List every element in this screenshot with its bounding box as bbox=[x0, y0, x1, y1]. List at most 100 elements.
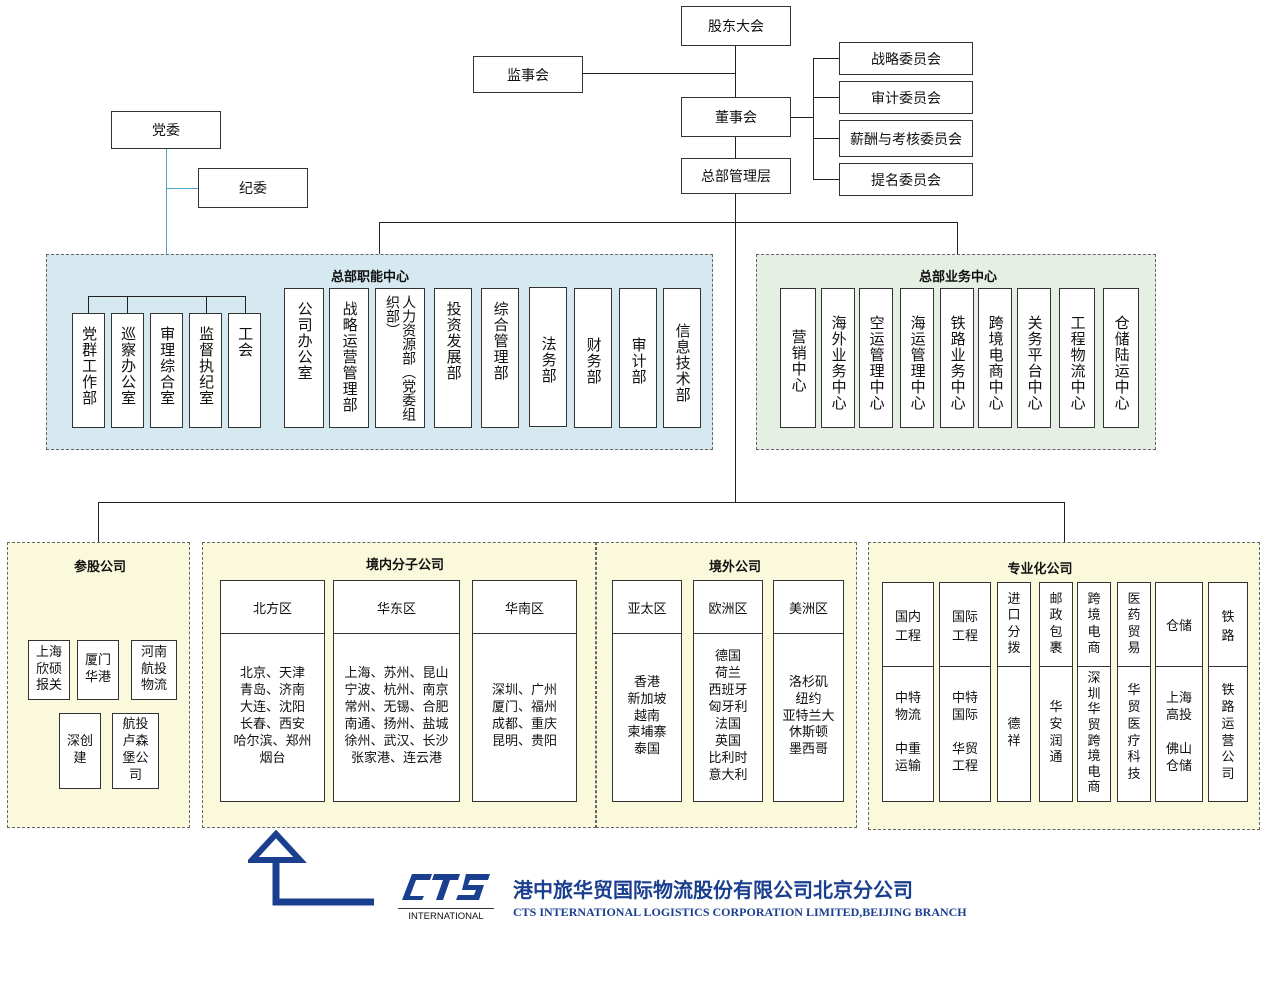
func-dept-legal: 法务部 bbox=[529, 287, 567, 427]
committee-audit: 审计委员会 bbox=[839, 81, 973, 114]
region-name: 欧洲区 bbox=[694, 581, 762, 634]
biz-center-warehouse: 仓储陆运中心 bbox=[1103, 288, 1139, 428]
func-dept-hr: 人力资源部（党委组织部） bbox=[375, 288, 425, 428]
special-head: 国内 工程 bbox=[883, 583, 933, 667]
biz-center-project: 工程物流中心 bbox=[1059, 288, 1095, 428]
region-name: 华东区 bbox=[334, 581, 459, 634]
special-body: 德 祥 bbox=[1007, 716, 1021, 749]
region-americas: 美洲区 洛杉矶 纽约 亚特兰大 休斯顿 墨西哥 bbox=[773, 580, 844, 802]
func-dept-it: 信息技术部 bbox=[663, 288, 701, 428]
connector bbox=[813, 179, 839, 180]
region-cities: 北京、天津 青岛、济南 大连、沈阳 长春、西安 哈尔滨、郑州 烟台 bbox=[233, 666, 312, 766]
region-name: 美洲区 bbox=[774, 581, 843, 634]
connector bbox=[813, 97, 839, 98]
biz-center-title: 总部业务中心 bbox=[918, 270, 997, 285]
special-domestic-engineering: 国内 工程 中特 物流 中重 运输 bbox=[882, 582, 934, 802]
domestic-title: 境内分子公司 bbox=[365, 558, 444, 573]
overseas-title: 境外公司 bbox=[708, 560, 761, 575]
shareholders-box: 股东大会 bbox=[681, 6, 791, 46]
committee-strategy: 战略委员会 bbox=[839, 42, 973, 75]
connector bbox=[957, 222, 958, 254]
party-committee-box: 党委 bbox=[111, 111, 221, 149]
company-name-cn: 港中旅华贸国际物流股份有限公司北京分公司 bbox=[513, 878, 913, 902]
func-dept-inspection: 巡察办公室 bbox=[111, 313, 144, 428]
special-head: 进 口 分 拨 bbox=[998, 583, 1030, 667]
connector bbox=[1064, 502, 1065, 542]
special-railway: 铁 路 铁 路 运 营 公 司 bbox=[1208, 582, 1248, 802]
func-dept-supervision: 监督执纪室 bbox=[189, 313, 222, 428]
connector bbox=[206, 296, 207, 313]
connector bbox=[813, 58, 839, 59]
special-title: 专业化公司 bbox=[1007, 562, 1073, 577]
special-head: 仓储 bbox=[1156, 583, 1202, 667]
biz-center-ecommerce: 跨境电商中心 bbox=[978, 288, 1012, 428]
equity-company-xinshuo: 上海 欣硕 报关 bbox=[28, 640, 70, 700]
special-head: 铁 路 bbox=[1209, 583, 1247, 667]
func-dept-finance: 财务部 bbox=[574, 288, 612, 428]
biz-center-rail: 铁路业务中心 bbox=[940, 288, 974, 428]
region-north: 北方区 北京、天津 青岛、济南 大连、沈阳 长春、西安 哈尔滨、郑州 烟台 bbox=[220, 580, 325, 802]
committee-nomination: 提名委员会 bbox=[839, 163, 973, 196]
special-intl-engineering: 国际 工程 中特 国际 华贸 工程 bbox=[939, 582, 991, 802]
region-cities: 洛杉矶 纽约 亚特兰大 休斯顿 墨西哥 bbox=[782, 674, 835, 758]
connector bbox=[735, 46, 736, 97]
connector bbox=[379, 222, 957, 223]
region-cities: 德国 荷兰 西班牙 匈牙利 法国 英国 比利时 意大利 bbox=[708, 649, 748, 783]
region-east: 华东区 上海、苏州、昆山 宁波、杭州、南京 常州、无锡、合肥 南通、扬州、盐城 … bbox=[333, 580, 460, 802]
special-body: 上海 高投 佛山 仓储 bbox=[1165, 691, 1192, 774]
special-head: 跨 境 电 商 bbox=[1078, 583, 1110, 667]
management-box: 总部管理层 bbox=[681, 158, 791, 194]
special-head: 医 药 贸 易 bbox=[1118, 583, 1150, 667]
connector bbox=[735, 137, 736, 158]
special-warehousing: 仓储 上海 高投 佛山 仓储 bbox=[1155, 582, 1203, 802]
connector bbox=[127, 296, 128, 313]
func-dept-party-work: 党群工作部 bbox=[72, 313, 105, 428]
equity-company-huagang: 厦门 华港 bbox=[77, 640, 119, 700]
region-asia-pacific: 亚太区 香港 新加坡 越南 柬埔寨 泰国 bbox=[612, 580, 682, 802]
connector bbox=[813, 58, 814, 180]
company-name-en: CTS INTERNATIONAL LOGISTICS CORPORATION … bbox=[513, 905, 967, 919]
region-cities: 深圳、广州 厦门、福州 成都、重庆 昆明、贵阳 bbox=[491, 683, 557, 749]
biz-center-air: 空运管理中心 bbox=[859, 288, 893, 428]
special-body: 中特 物流 中重 运输 bbox=[894, 691, 921, 774]
connector bbox=[583, 73, 735, 74]
func-dept-union: 工会 bbox=[228, 313, 261, 428]
special-body: 中特 国际 华贸 工程 bbox=[951, 691, 978, 774]
corner-arrow-icon bbox=[248, 830, 374, 906]
logo-subtitle: INTERNATIONAL bbox=[398, 908, 494, 922]
special-body: 深 圳 华 贸 跨 境 电 商 bbox=[1087, 671, 1101, 796]
region-name: 亚太区 bbox=[613, 581, 681, 634]
equity-title: 参股公司 bbox=[73, 560, 126, 575]
party-connector bbox=[166, 188, 198, 189]
special-body: 铁 路 运 营 公 司 bbox=[1221, 682, 1235, 783]
func-dept-audit: 审计部 bbox=[619, 288, 657, 428]
connector bbox=[98, 502, 1065, 503]
special-body: 华 贸 医 疗 科 技 bbox=[1127, 682, 1141, 783]
region-europe: 欧洲区 德国 荷兰 西班牙 匈牙利 法国 英国 比利时 意大利 bbox=[693, 580, 763, 802]
func-dept-trial: 审理综合室 bbox=[150, 313, 183, 428]
func-dept-general: 综合管理部 bbox=[481, 288, 519, 428]
biz-center-marketing: 营销中心 bbox=[780, 288, 816, 428]
region-cities: 上海、苏州、昆山 宁波、杭州、南京 常州、无锡、合肥 南通、扬州、盐城 徐州、武… bbox=[344, 666, 449, 766]
connector bbox=[88, 296, 245, 297]
biz-center-sea: 海运管理中心 bbox=[900, 288, 934, 428]
cts-logo-icon bbox=[402, 874, 490, 900]
special-head: 邮 政 包 裹 bbox=[1040, 583, 1072, 667]
special-cross-border: 跨 境 电 商 深 圳 华 贸 跨 境 电 商 bbox=[1077, 582, 1111, 802]
region-cities: 香港 新加坡 越南 柬埔寨 泰国 bbox=[627, 674, 667, 758]
company-logo: INTERNATIONAL bbox=[398, 868, 494, 924]
region-south: 华南区 深圳、广州 厦门、福州 成都、重庆 昆明、贵阳 bbox=[472, 580, 577, 802]
func-dept-office: 公司办公室 bbox=[284, 288, 324, 428]
connector bbox=[735, 194, 736, 502]
func-dept-investment: 投资发展部 bbox=[434, 288, 472, 428]
board-box: 董事会 bbox=[681, 97, 791, 137]
biz-center-overseas: 海外业务中心 bbox=[821, 288, 855, 428]
discipline-committee-box: 纪委 bbox=[198, 168, 308, 208]
special-postal: 邮 政 包 裹 华 安 润 通 bbox=[1039, 582, 1073, 802]
biz-center-customs: 关务平台中心 bbox=[1017, 288, 1051, 428]
special-head: 国际 工程 bbox=[940, 583, 990, 667]
region-name: 华南区 bbox=[473, 581, 576, 634]
equity-company-henan: 河南 航投 物流 bbox=[131, 640, 177, 700]
special-import-distribution: 进 口 分 拨 德 祥 bbox=[997, 582, 1031, 802]
connector bbox=[791, 117, 813, 118]
